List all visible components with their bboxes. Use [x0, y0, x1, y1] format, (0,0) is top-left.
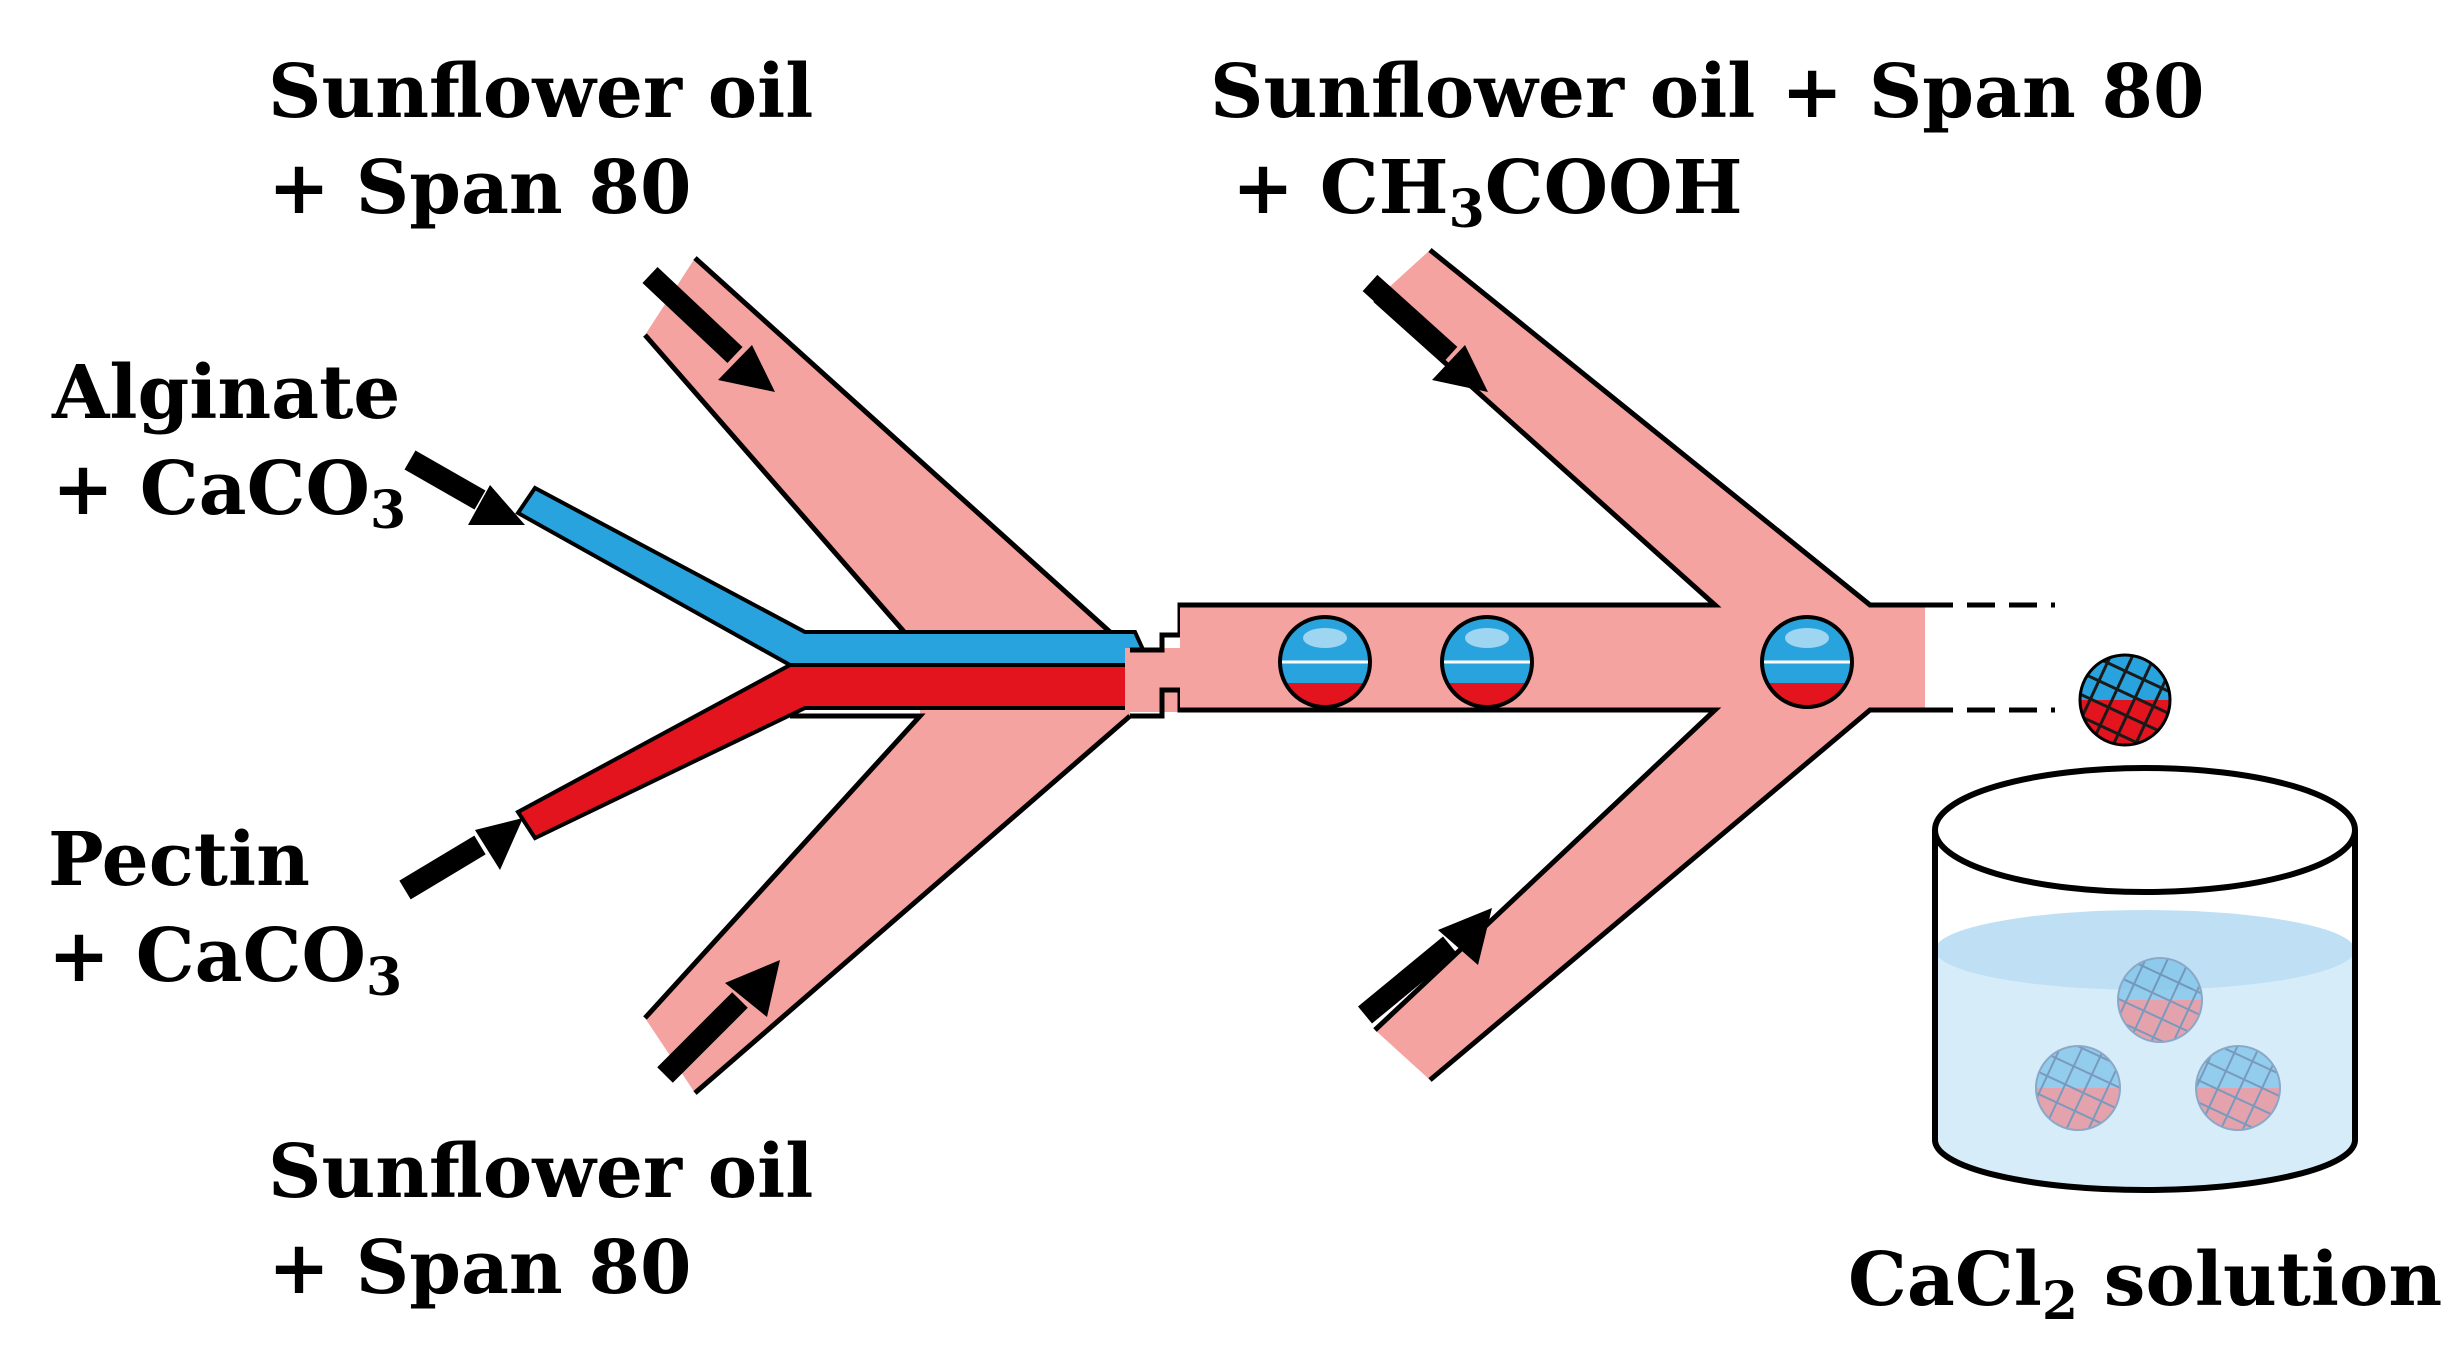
arrow-icon	[642, 266, 775, 392]
label-text: COOH	[1484, 145, 1743, 231]
label-subscript: 2	[2041, 1271, 2079, 1332]
arrow-icon	[404, 450, 525, 525]
label-line: Sunflower oil	[268, 1129, 814, 1215]
label-subscript: 3	[1448, 179, 1485, 240]
label-line: Pectin	[48, 817, 310, 903]
label-pectin: Pectin + CaCO3	[48, 812, 402, 1004]
label-text: CaCl	[1848, 1237, 2042, 1323]
arrow-icon	[399, 818, 523, 900]
label-oil-top-left: Sunflower oil + Span 80	[268, 44, 813, 236]
label-subscript: 3	[365, 947, 403, 1008]
label-line: + Span 80	[268, 145, 692, 231]
label-alginate: Alginate + CaCO3	[52, 345, 406, 537]
label-text: + CaCO	[52, 446, 370, 532]
droplet-icon	[1278, 615, 1372, 709]
droplet-icon	[1760, 615, 1854, 709]
label-line: Alginate	[52, 350, 401, 436]
label-subscript: 3	[369, 480, 407, 541]
label-line: + CaCO3	[48, 908, 402, 1004]
label-text: + CH	[1232, 145, 1449, 231]
arrow-icon	[1362, 274, 1488, 392]
label-line: + Span 80	[268, 1225, 692, 1311]
label-text: solution	[2078, 1237, 2443, 1323]
arrow-icon	[657, 960, 780, 1083]
beaker-icon	[1932, 765, 2358, 1193]
label-line: + CaCO3	[52, 441, 406, 537]
outlet-dashes	[1925, 602, 2055, 713]
arrow-icon	[1358, 908, 1492, 1024]
hydrogel-bead-icon	[2078, 653, 2172, 747]
label-line: Sunflower oil	[268, 49, 814, 135]
label-text: + CaCO	[48, 913, 366, 999]
label-cacl2-solution: CaCl2 solution	[1848, 1232, 2442, 1328]
label-oil-bottom-left: Sunflower oil + Span 80	[268, 1124, 813, 1316]
label-oil-top-right: Sunflower oil + Span 80 + CH3COOH	[1210, 44, 2205, 236]
droplet-icon	[1440, 615, 1534, 709]
label-line: Sunflower oil + Span 80	[1210, 49, 2205, 135]
label-line: + CH3COOH	[1210, 140, 2205, 236]
right-oil-junction	[1180, 248, 1925, 1082]
